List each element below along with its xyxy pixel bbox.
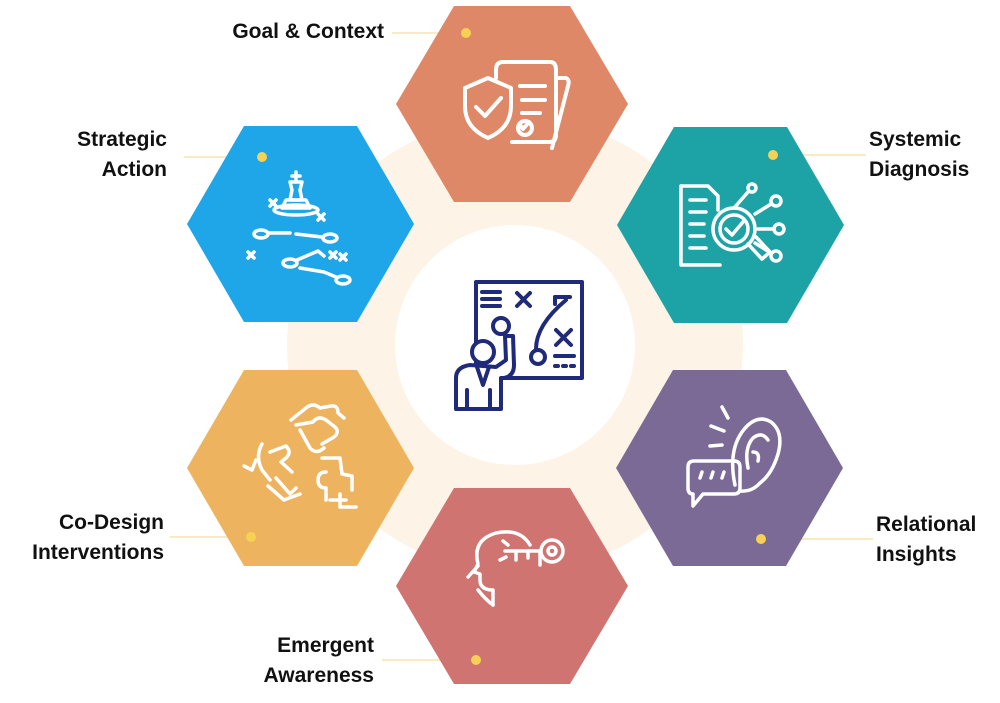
label-strategic-action-line-2: Action	[101, 158, 167, 181]
connector-dot-relational-insights	[756, 534, 766, 544]
hexagon-relational-insights	[616, 370, 843, 566]
hexagon-strategic-action	[187, 126, 414, 322]
connector-dot-systemic-diagnosis	[768, 150, 778, 160]
connector-dot-co-design-interventions	[246, 532, 256, 542]
label-relational-insights-line-1: Relational	[876, 513, 977, 536]
head-key-icon	[466, 530, 565, 607]
label-relational-insights: Relational Insights	[876, 510, 976, 570]
label-emergent-awareness-line-2: Awareness	[263, 664, 374, 687]
label-systemic-diagnosis-line-2: Diagnosis	[869, 158, 970, 181]
connector-dot-strategic-action	[257, 152, 267, 162]
hexagon-emergent-awareness	[396, 488, 628, 684]
connector-dot-emergent-awareness	[471, 655, 481, 665]
label-goal-context: Goal & Context	[192, 17, 384, 47]
label-co-design-interventions-line-1: Co-Design	[59, 511, 164, 534]
connector-dot-goal-context	[461, 28, 471, 38]
connector-dots	[246, 28, 778, 665]
ear-speech-bubble-icon	[686, 405, 782, 508]
label-emergent-awareness: Emergent Awareness	[200, 631, 374, 691]
document-magnifier-check-icon	[679, 182, 786, 267]
label-co-design-interventions-line-2: Interventions	[32, 541, 164, 564]
label-systemic-diagnosis: Systemic Diagnosis	[869, 125, 969, 185]
shield-contract-icon	[463, 60, 571, 150]
label-strategic-action: Strategic Action	[20, 125, 167, 185]
label-co-design-interventions: Co-Design Interventions	[0, 508, 164, 568]
hexagon-systemic-diagnosis	[617, 127, 844, 323]
chess-strategy-icon	[246, 170, 352, 286]
label-systemic-diagnosis-line-1: Systemic	[869, 128, 962, 151]
label-emergent-awareness-line-1: Emergent	[277, 634, 374, 657]
label-relational-insights-line-2: Insights	[876, 543, 957, 566]
label-goal-context-line-1: Goal & Context	[232, 20, 384, 43]
hands-puzzle-icon	[242, 403, 358, 509]
coach-presenting-strategy-board-icon	[454, 280, 584, 411]
label-strategic-action-line-1: Strategic	[77, 128, 167, 151]
hexagon-co-design-interventions	[187, 370, 414, 566]
